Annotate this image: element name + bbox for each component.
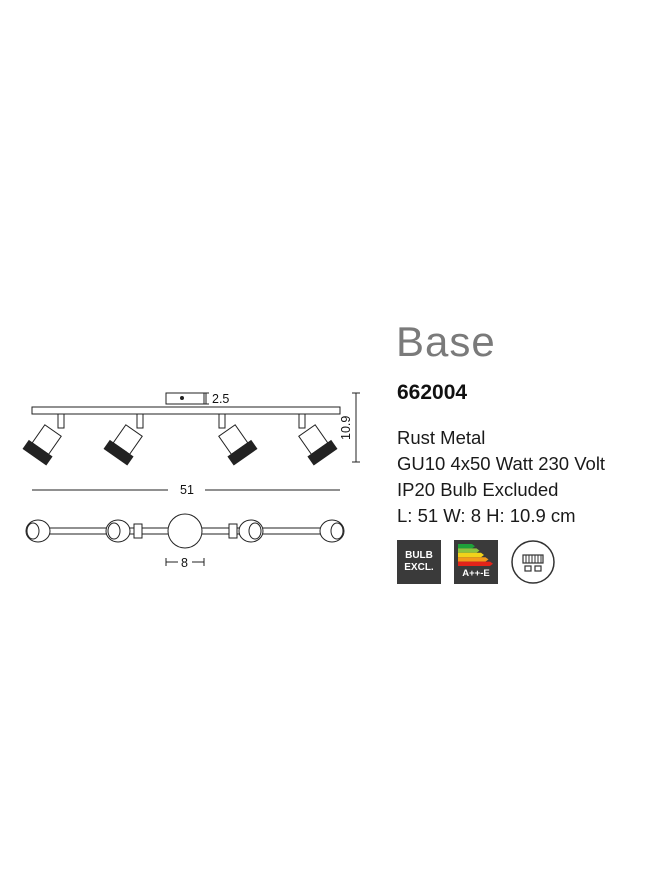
top-view bbox=[25, 513, 345, 549]
energy-bar bbox=[458, 544, 475, 549]
spot-side-2 bbox=[103, 413, 144, 466]
spot-side-3 bbox=[218, 413, 258, 466]
height-label: 10.9 bbox=[339, 416, 353, 440]
energy-class-label: A++-E bbox=[462, 568, 490, 579]
side-view bbox=[22, 392, 341, 466]
spec-bulb: GU10 4x50 Watt 230 Volt bbox=[397, 453, 606, 474]
base-height-dimension bbox=[203, 392, 209, 405]
spot-side-4 bbox=[298, 413, 338, 466]
height-dimension bbox=[352, 392, 360, 463]
product-name: Base bbox=[396, 318, 496, 365]
energy-bar bbox=[458, 557, 489, 562]
spot-top-4 bbox=[319, 519, 345, 543]
spec-material: Rust Metal bbox=[397, 427, 486, 448]
spot-top-3 bbox=[228, 519, 264, 543]
spec-dimensions: L: 51 W: 8 H: 10.9 cm bbox=[397, 505, 576, 526]
spot-side-1 bbox=[22, 413, 65, 466]
ceiling-base-top bbox=[167, 513, 203, 549]
energy-bar bbox=[458, 552, 484, 558]
non-dimmable-badge bbox=[511, 540, 555, 584]
energy-bar bbox=[458, 548, 480, 553]
energy-arrows-icon bbox=[458, 544, 493, 566]
energy-label-badge: A++-E bbox=[454, 540, 498, 584]
spot-top-1 bbox=[25, 519, 51, 543]
ceiling-base bbox=[165, 392, 205, 405]
length-label: 51 bbox=[180, 483, 194, 497]
width-dimension bbox=[165, 558, 205, 566]
bulb-excluded-badge: BULB EXCL. bbox=[397, 540, 441, 584]
spot-top-2 bbox=[105, 519, 143, 543]
rail bbox=[31, 406, 341, 415]
bulb-label: BULB bbox=[405, 550, 433, 561]
excl-label: EXCL. bbox=[404, 562, 434, 573]
product-code: 662004 bbox=[397, 381, 468, 404]
width-label: 8 bbox=[181, 556, 188, 570]
non-dimmable-icon bbox=[511, 540, 555, 584]
energy-bar bbox=[458, 561, 493, 566]
spec-ip: IP20 Bulb Excluded bbox=[397, 479, 559, 500]
base-height-label: 2.5 bbox=[212, 392, 229, 406]
